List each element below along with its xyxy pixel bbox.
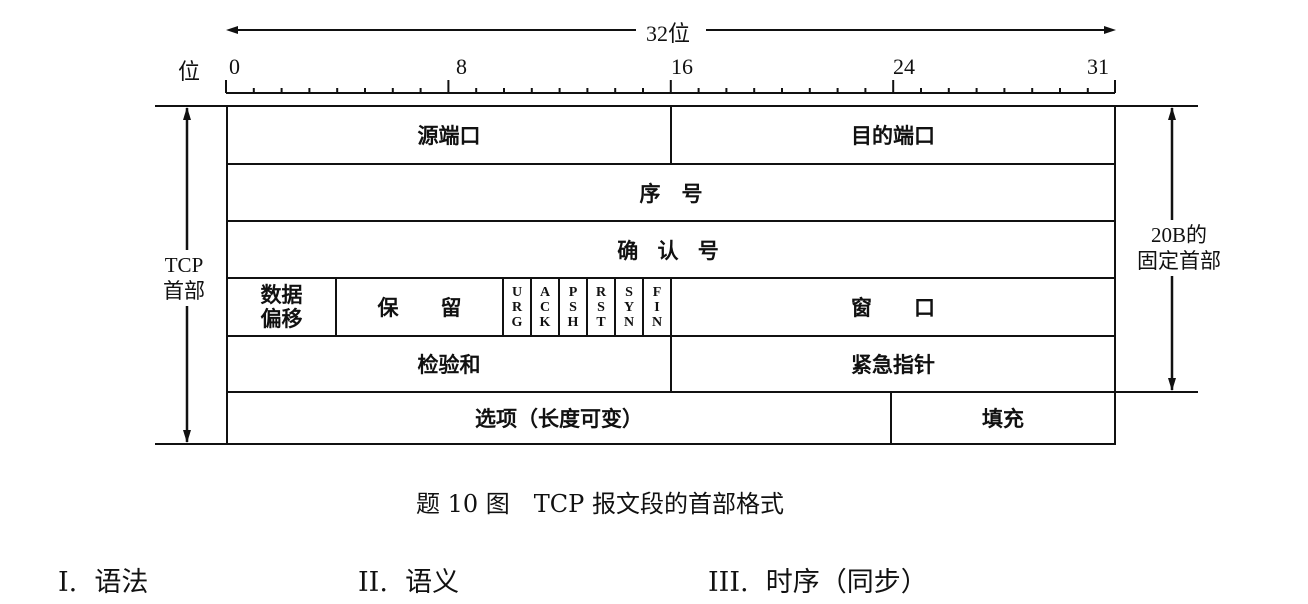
width-arrow: 32位 bbox=[226, 16, 1116, 48]
bit-axis-label: 位 bbox=[178, 59, 201, 84]
col-divider bbox=[670, 277, 672, 336]
col-divider bbox=[586, 277, 588, 336]
option-timing: III. 时序（同步） bbox=[708, 567, 928, 598]
col-divider bbox=[335, 277, 337, 336]
field-sequence-number: 序 号 bbox=[639, 180, 703, 206]
data-offset-line-1: 数据 bbox=[260, 282, 303, 307]
bit-tick-16: 16 bbox=[671, 54, 693, 79]
col-divider bbox=[530, 277, 532, 336]
row-divider bbox=[226, 220, 1116, 222]
bit-ruler bbox=[225, 80, 1116, 94]
col-divider bbox=[890, 391, 892, 444]
field-data-offset: 数据 偏移 bbox=[228, 279, 335, 335]
figure-caption: 题 10 图 TCP 报文段的首部格式 bbox=[416, 490, 784, 518]
row-divider bbox=[226, 391, 1116, 393]
row-divider bbox=[226, 163, 1116, 165]
fixed-header-label: 20B的 固定首部 bbox=[1124, 220, 1234, 276]
field-source-port: 源端口 bbox=[417, 123, 481, 148]
bit-tick-8: 8 bbox=[456, 54, 467, 79]
width-label: 32位 bbox=[644, 16, 693, 48]
option-syntax: I. 语法 bbox=[58, 567, 149, 598]
field-destination-port: 目的端口 bbox=[851, 123, 935, 148]
col-divider bbox=[670, 335, 672, 392]
bit-tick-31: 31 bbox=[1087, 54, 1109, 79]
field-ack-number: 确 认 号 bbox=[617, 237, 725, 263]
col-divider bbox=[642, 277, 644, 336]
col-divider bbox=[614, 277, 616, 336]
field-padding: 填充 bbox=[982, 406, 1024, 431]
bit-tick-0: 0 bbox=[229, 54, 240, 79]
option-semantics: II. 语义 bbox=[358, 567, 460, 598]
field-urgent-pointer: 紧急指针 bbox=[851, 352, 935, 377]
tcp-header-label: TCP 首部 bbox=[152, 250, 216, 306]
col-divider bbox=[558, 277, 560, 336]
field-options: 选项（长度可变） bbox=[475, 406, 643, 431]
field-reserved: 保 留 bbox=[377, 295, 462, 320]
data-offset-line-2: 偏移 bbox=[260, 306, 303, 331]
col-divider bbox=[502, 277, 504, 336]
col-divider bbox=[670, 105, 672, 164]
bit-tick-24: 24 bbox=[893, 54, 915, 79]
field-window: 窗 口 bbox=[851, 295, 935, 320]
field-checksum: 检验和 bbox=[417, 352, 481, 377]
